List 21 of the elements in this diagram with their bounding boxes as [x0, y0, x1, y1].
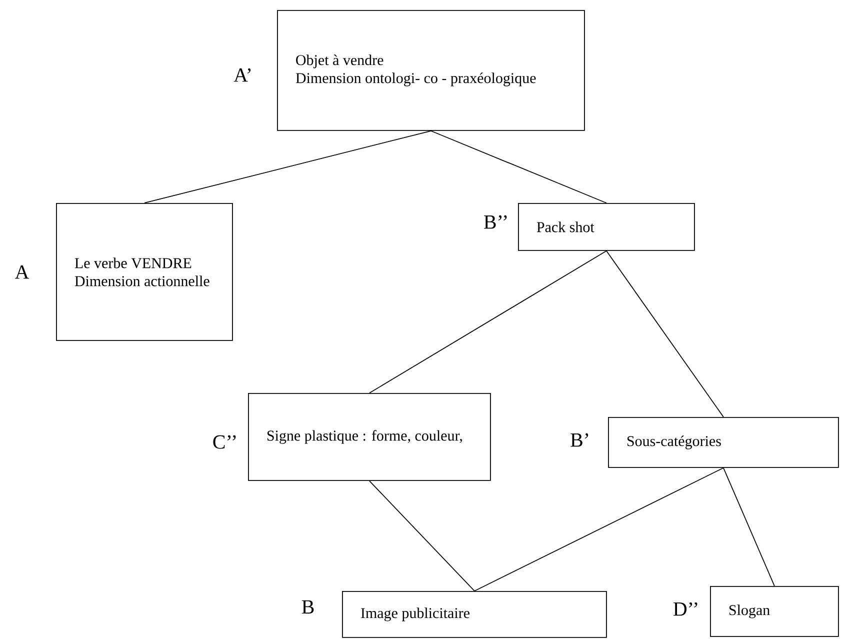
connector-line	[606, 250, 724, 418]
side-label: B	[302, 600, 314, 614]
text-box: Signe plastique : forme, couleur,	[248, 392, 491, 481]
side-label: B’	[570, 433, 588, 447]
text-box: Pack shot	[518, 202, 695, 251]
text-box: Sous-catégories	[608, 417, 839, 468]
text-box: Image publicitaire	[342, 590, 607, 638]
connector-line	[369, 480, 475, 592]
text-box: Le verbe VENDRE Dimension actionnelle	[56, 202, 233, 341]
connector-line	[723, 467, 775, 586]
text-box: Slogan	[710, 586, 839, 637]
side-label: D’’	[673, 602, 698, 616]
side-label: B’’	[484, 215, 507, 229]
connector-line	[430, 130, 607, 204]
side-label: A’	[234, 68, 251, 82]
side-label: A	[14, 265, 30, 279]
connector-line	[144, 130, 432, 204]
connector-line	[369, 250, 607, 394]
text-box: Objet à vendre Dimension ontologi- co - praxéologique	[277, 10, 585, 131]
connector-line	[474, 467, 724, 592]
side-label: C’’	[213, 435, 236, 449]
